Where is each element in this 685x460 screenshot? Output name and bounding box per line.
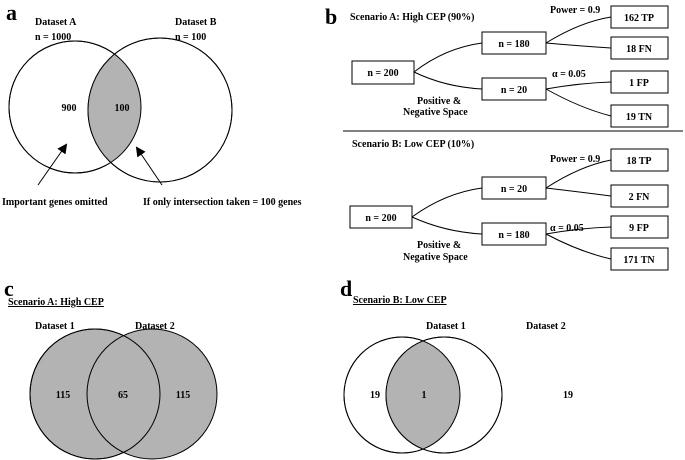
panel-a-letter: a (6, 0, 17, 25)
scenario-a-branch-negative (413, 71, 483, 90)
scenario-a-negative-label: n = 20 (501, 85, 527, 96)
scenario-b-positive-label: n = 20 (501, 184, 527, 195)
scenario-a-alpha: α = 0.05 (552, 69, 586, 80)
panel-a: a Dataset A n = 1000 Dataset B n = 100 9… (2, 0, 302, 208)
scenario-a-root-label: n = 200 (367, 68, 398, 79)
scenario-a-edge-fn (545, 42, 612, 49)
scenario-a-space-line1: Positive & (417, 96, 461, 107)
scenario-a-tn-label: 19 TN (626, 112, 653, 123)
scenario-b-tn-label: 171 TN (623, 255, 655, 266)
scenario-b-title: Scenario B: Low CEP (10%) (352, 139, 474, 150)
scenario-a-edge-tn (545, 88, 612, 117)
scenario-b-alpha: α = 0.05 (550, 223, 584, 234)
intersection-value-d: 1 (422, 390, 427, 401)
dataset-2-circle-c (86, 328, 218, 460)
scenario-b-tree: Scenario B: Low CEP (10%) n = 200 n = 20… (349, 139, 669, 271)
only-1-value-d: 19 (370, 390, 380, 401)
scenario-b-edge-tn (545, 233, 612, 260)
panel-d-title: Scenario B: Low CEP (353, 295, 447, 306)
scenario-b-branch-negative (411, 216, 483, 235)
note-intersection: If only intersection taken = 100 genes (143, 197, 302, 208)
dataset-1-label-c: Dataset 1 (35, 321, 75, 332)
scenario-a-tp-label: 162 TP (624, 13, 654, 24)
panel-d-letter: d (340, 276, 352, 301)
dataset-a-outline (8, 40, 142, 174)
scenario-b-edge-fn (545, 187, 612, 197)
panel-b: b Scenario A: High CEP (90%) n = 200 n =… (325, 4, 683, 271)
scenario-a-space-line2: Negative Space (403, 107, 468, 118)
scenario-b-power: Power = 0.9 (550, 154, 600, 165)
note-omitted: Important genes omitted (2, 197, 108, 208)
scenario-b-space-line1: Positive & (417, 240, 461, 251)
scenario-a-positive-label: n = 180 (498, 39, 529, 50)
dataset-1-label-d: Dataset 1 (426, 321, 466, 332)
scenario-a-edge-fp (545, 81, 612, 90)
scenario-b-tp-label: 18 TP (626, 156, 651, 167)
dataset-b-count: n = 100 (175, 32, 206, 43)
scenario-b-root-label: n = 200 (365, 213, 396, 224)
scenario-a-edge-tp (545, 16, 612, 44)
dataset-2-label-d: Dataset 2 (526, 321, 566, 332)
only-2-value-d: 19 (563, 390, 573, 401)
panel-c-letter: c (4, 276, 14, 301)
panel-b-letter: b (325, 4, 337, 29)
panel-c-title: Scenario A: High CEP (8, 297, 104, 308)
intersection-shade-a (88, 41, 141, 173)
dataset-b-label: Dataset B (175, 17, 217, 28)
right-arrow-icon (135, 146, 163, 186)
dataset-a-count: n = 1000 (35, 32, 71, 43)
scenario-a-title: Scenario A: High CEP (90%) (350, 12, 474, 23)
scenario-a-fp-label: 1 FP (629, 78, 649, 89)
scenario-a-fn-label: 18 FN (626, 44, 653, 55)
scenario-a-tree: Scenario A: High CEP (90%) n = 200 n = 1… (350, 5, 669, 128)
scenario-b-branch-positive (411, 187, 483, 218)
scenario-b-fp-label: 9 FP (629, 223, 649, 234)
dataset-2-outline-d (385, 336, 503, 454)
intersection-value-c: 65 (118, 390, 128, 401)
only-1-value-c: 115 (56, 390, 70, 401)
scenario-b-fn-label: 2 FN (629, 192, 651, 203)
scenario-a-branch-positive (413, 42, 483, 73)
scenario-a-power: Power = 0.9 (550, 5, 600, 16)
only-2-value-c: 115 (176, 390, 190, 401)
panel-c: c Scenario A: High CEP Dataset 1 Dataset… (4, 276, 218, 460)
scenario-b-edge-tp (545, 159, 612, 189)
dataset-2-label-c: Dataset 2 (135, 321, 175, 332)
only-a-value: 900 (62, 103, 77, 114)
dataset-1-outline-c (29, 328, 161, 460)
dataset-a-label: Dataset A (35, 17, 77, 28)
intersection-shade-d (386, 337, 460, 453)
scenario-b-negative-label: n = 180 (498, 230, 529, 241)
scenario-b-space-line2: Negative Space (403, 252, 468, 263)
left-arrow-icon (37, 143, 68, 186)
panel-d: d Scenario B: Low CEP Dataset 1 Dataset … (340, 276, 573, 454)
scenario-b-edge-fp (545, 226, 612, 235)
intersection-a-value: 100 (115, 103, 130, 114)
dataset-1-outline-d (343, 336, 461, 454)
